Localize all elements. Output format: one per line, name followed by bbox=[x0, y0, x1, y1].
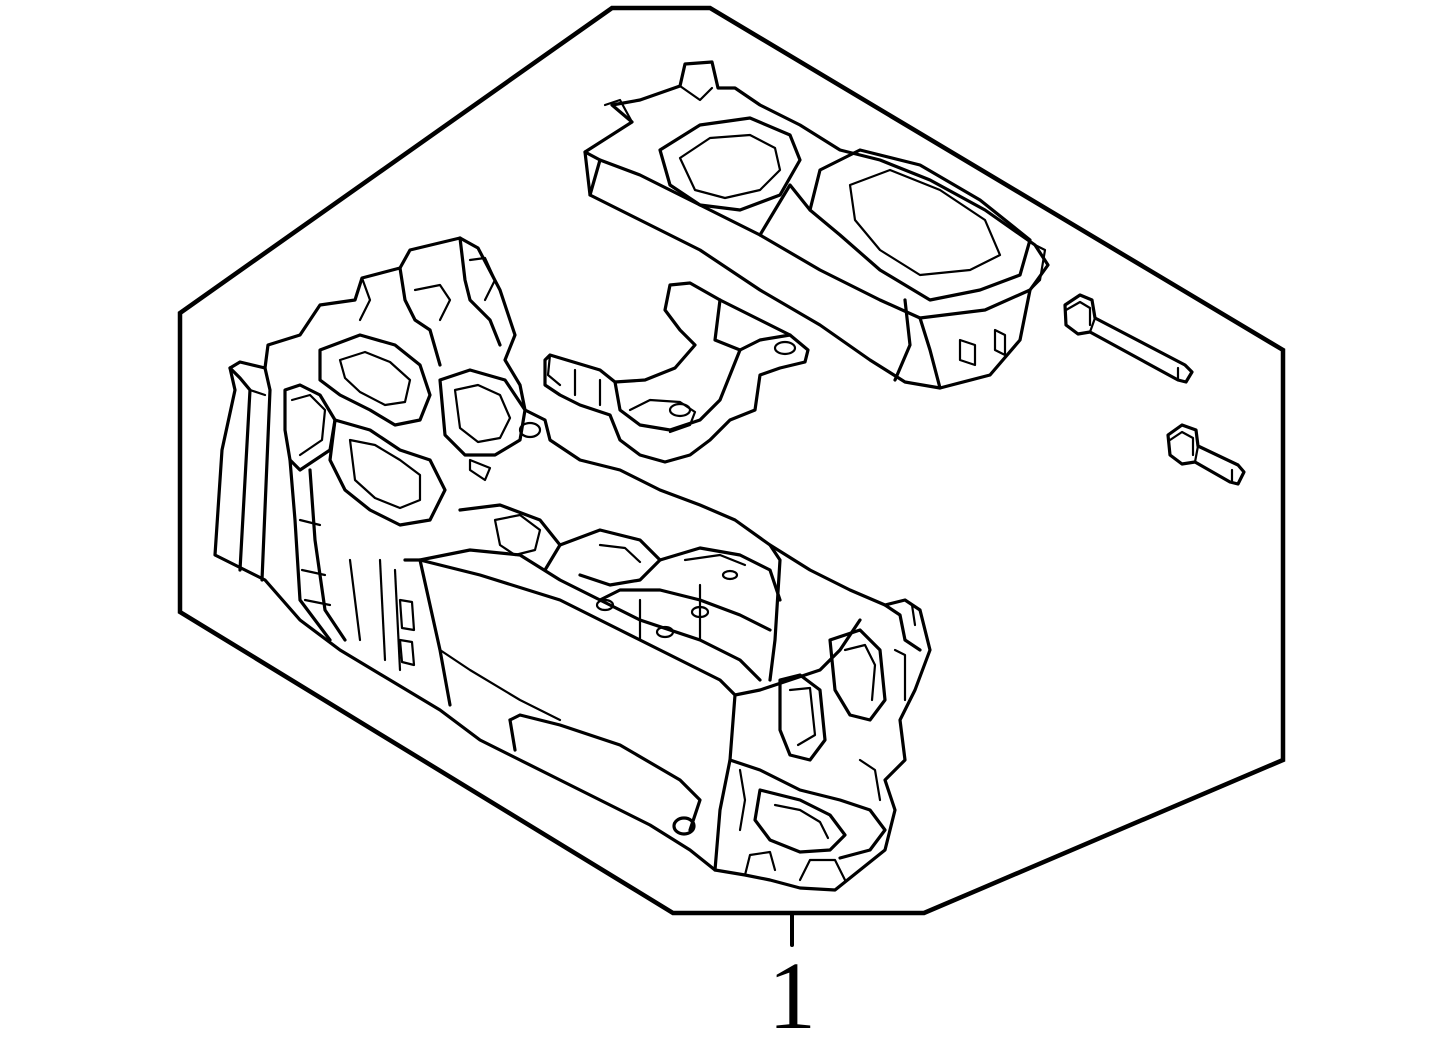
console-body-icon bbox=[213, 236, 932, 892]
cup-holder-insert-icon bbox=[543, 281, 810, 464]
short-bolt-icon bbox=[1166, 423, 1246, 486]
console-top-panel-icon bbox=[583, 60, 1050, 390]
long-bolt-icon bbox=[1063, 293, 1194, 384]
assembly-frame bbox=[177, 5, 1286, 916]
callout-number-1: 1 bbox=[768, 942, 816, 1049]
